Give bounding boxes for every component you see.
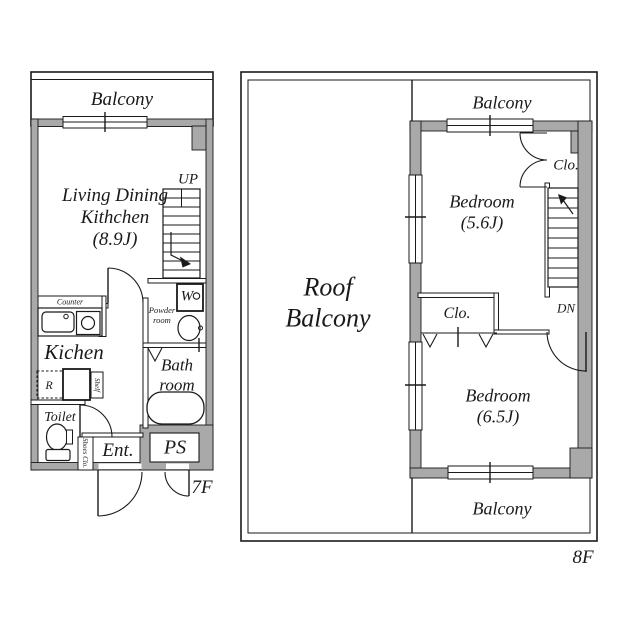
pipe-space-label: PS [163,436,187,459]
cabinet-box [62,368,91,401]
window-bedroom1-top [446,115,534,136]
door-ps [164,470,190,497]
door-entry [97,470,143,517]
shoes-closet-box [77,436,94,471]
balcony-7f-label: Balcony [90,89,154,111]
fridge-box [36,370,64,399]
roof-line2: Balcony [285,303,371,332]
stairs-up-7f [162,188,201,279]
frame-8f-outer [240,71,598,542]
bedroom2-line2: (6.5J) [476,406,520,426]
interior-walls-8f [417,182,550,335]
bedroom1-line1: Bedroom [449,191,515,212]
balcony-8f-top-label: Balcony [472,92,532,113]
bathtub [146,391,205,425]
counter-label: Counter [56,297,84,307]
ldk-label: Living Dining Kithchen (8.9J) [62,185,168,251]
shoes-closet-label: Shoes Clo. [81,438,90,468]
stairs-down-8f [547,187,579,288]
bedroom1-label: Bedroom (5.6J) [449,191,514,232]
window-bedroom2-left [405,341,426,431]
powder-line1: Powder [148,305,176,316]
kitchen-label: Kichen [44,339,104,364]
faucet-icon [63,313,69,320]
fridge-label: R [45,378,53,393]
ldk-line2: Kithchen [80,207,150,229]
kitchen-counter [37,295,103,337]
bath-line1: Bath [160,355,194,375]
bedroom2-line1: Bedroom [465,385,531,406]
closet-mid-label: Clo. [443,304,471,322]
washbasin [177,314,203,342]
bedroom1-line2: (5.6J) [460,212,504,232]
washer-label: W [180,288,194,305]
floor-label-7f: 7F [191,477,213,499]
floor-label-8f: 8F [572,547,594,569]
stove [75,310,101,336]
ps-room [149,432,200,463]
door-ldk [107,267,144,304]
balcony-8f-bottom-label: Balcony [472,498,532,519]
shelf-label: Shelf [93,378,102,392]
window-bedroom2-bottom [447,462,534,483]
ldk-line1: Living Dining [61,185,169,207]
entrance-label: Ent. [102,440,134,462]
window-bedroom1-left [405,174,426,264]
door-toilet [79,404,113,438]
burner-icon [80,315,96,331]
up-label: UP [178,171,198,188]
toilet-fixture [45,423,73,462]
toilet-label: Toilet [44,409,76,425]
powder-room-label: Powder room [148,305,176,326]
sink [41,311,75,333]
closet-mid-folding-doors [421,327,497,349]
door-bedroom2 [546,331,587,372]
bedroom2-label: Bedroom (6.5J) [465,385,530,426]
roof-line1: Roof [303,272,353,302]
ldk-line3: (8.9J) [92,228,138,250]
closet-top-label: Clo. [553,157,579,174]
bathroom-label: Bath room [159,355,194,394]
unit-7f [30,71,214,517]
roof-balcony-label: Roof Balcony [285,272,370,333]
unit-8f [240,71,598,542]
shelf-box [90,371,104,399]
window-ldk [62,112,148,132]
washer-box [176,283,204,312]
down-label: DN [556,300,576,316]
closet-double-door [519,132,548,188]
bath-line2: room [159,375,195,394]
bath-folding-door [147,347,163,363]
powder-line2: room [153,315,171,325]
